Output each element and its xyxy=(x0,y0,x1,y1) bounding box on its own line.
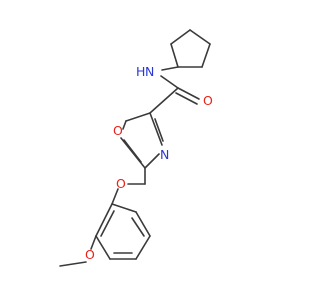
oxazole-c2-o1-bond xyxy=(120,137,146,169)
nh-to-cyclopentyl-bond xyxy=(161,66,179,71)
phenyl-double-3 xyxy=(100,210,115,237)
oxazole-c4-c5-bond xyxy=(125,112,151,122)
atom-label-methoxy-oxygen: O xyxy=(85,247,95,262)
methoxy-o-to-methyl-bond xyxy=(59,261,87,267)
oxazole-n3-c2-bond xyxy=(144,153,160,169)
oxazole-c4-n3-inner-bond xyxy=(154,118,164,142)
cyclopentyl-bond-4 xyxy=(170,43,179,68)
atom-label-oxazole-nitrogen: N xyxy=(160,147,169,162)
atom-label-carbonyl-oxygen: O xyxy=(203,93,213,108)
phenyl-bond-6 xyxy=(95,203,113,237)
molecule-canvas: N H O O N O O xyxy=(59,29,213,267)
atom-label-oxazole-oxygen: O xyxy=(113,123,123,138)
atom-label-ether-oxygen: O xyxy=(116,176,126,191)
atom-label-amide-nitrogen: N xyxy=(145,64,154,79)
phenyl-bond-3 xyxy=(135,235,151,260)
oxazole-c2-double-bond xyxy=(123,139,142,163)
ether-o-to-phenyl-bond xyxy=(111,188,119,205)
carbonyl-double-bond-a xyxy=(177,87,200,100)
phenyl-bond-1 xyxy=(111,203,137,213)
oxazole-c5-o1-bond xyxy=(122,120,127,130)
phenyl-double-1 xyxy=(131,217,145,237)
carbonyl-to-oxazole-bond xyxy=(149,87,179,114)
phenyl-bond-5 xyxy=(95,235,111,260)
cyclopentyl-bond-1 xyxy=(189,29,211,45)
molecule-structure: N H O O N O O xyxy=(59,29,213,267)
nh-to-carbonyl-bond xyxy=(160,75,179,89)
bond-layer xyxy=(59,29,211,267)
oxazole-c4-n3-bond xyxy=(149,112,163,146)
atom-label-amide-hydrogen: H xyxy=(136,64,145,79)
cyclopentyl-bond-5 xyxy=(170,29,191,45)
phenyl-to-methoxy-o-bond xyxy=(90,235,97,250)
cyclopentyl-bond-2 xyxy=(201,43,211,68)
phenyl-bond-2 xyxy=(135,211,151,237)
carbonyl-double-bond-b xyxy=(175,92,198,105)
